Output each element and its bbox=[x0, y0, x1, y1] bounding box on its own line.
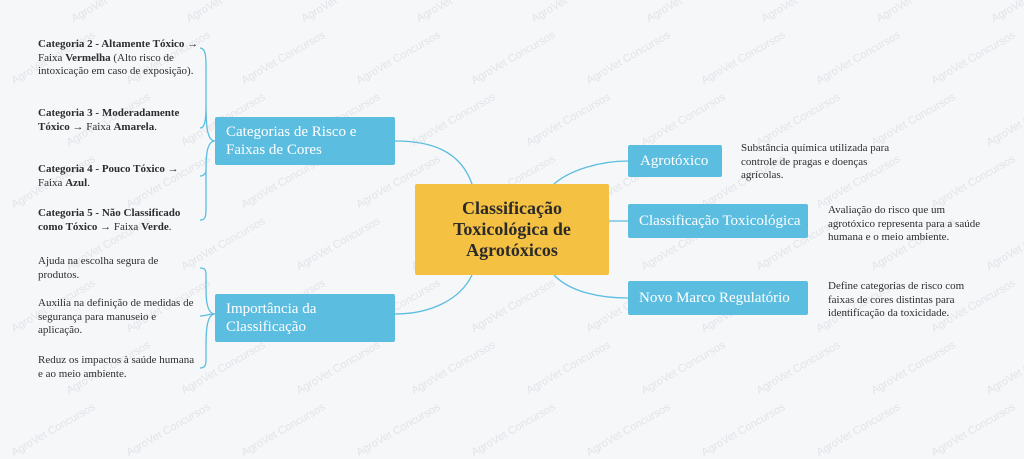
categoria-4-detail: . bbox=[87, 176, 90, 189]
connector-marco bbox=[553, 274, 629, 299]
categoria-3-arrow: → Faixa bbox=[69, 120, 114, 133]
note-agrotoxico: Substância química utilizada para contro… bbox=[741, 142, 890, 181]
node-categorias-de-risco[interactable]: Categorias de Risco e Faixas de Cores bbox=[215, 117, 395, 165]
node-agrotoxico-label: Agrotóxico bbox=[640, 153, 709, 169]
node-importancia-da-classificacao[interactable]: Importância da Classificação bbox=[215, 294, 395, 342]
note-categoria-5: Categoria 5 - Não Classificado como Tóxi… bbox=[38, 207, 188, 234]
categoria-3-color: Amarela bbox=[113, 120, 155, 133]
connector-importancia bbox=[394, 274, 473, 315]
categoria-5-color: Verde bbox=[141, 220, 169, 233]
note-categoria-3: Categoria 3 - Moderadamente Tóxico → Fai… bbox=[38, 107, 188, 134]
categoria-5-title: Categoria 5 - Não Classificado como Tóxi… bbox=[38, 207, 181, 233]
connector-categorias bbox=[394, 140, 473, 185]
connector-agrotoxico bbox=[553, 160, 629, 185]
note-importancia-3: Reduz os impactos à saúde humana e ao me… bbox=[38, 354, 195, 380]
categoria-2-title: Categoria 2 - Altamente Tóxico bbox=[38, 38, 185, 50]
node-importancia-label: Importância da Classificação bbox=[226, 301, 317, 335]
connector-lines bbox=[199, 47, 629, 369]
bracket-importancia bbox=[199, 267, 216, 369]
categoria-4-color: Azul bbox=[65, 176, 88, 189]
note-categoria-2: Categoria 2 - Altamente Tóxico → Faixa V… bbox=[38, 38, 210, 79]
categoria-5-detail: . bbox=[168, 220, 172, 233]
note-importancia-1: Ajuda na escolha segura de produtos. bbox=[38, 255, 159, 281]
categoria-3-detail: . bbox=[154, 120, 157, 133]
note-categoria-4: Categoria 4 - Pouco Tóxico → Faixa Azul. bbox=[38, 163, 188, 190]
node-novo-marco-regulatorio[interactable]: Novo Marco Regulatório bbox=[628, 281, 808, 315]
categoria-2-arrow: → Faixa bbox=[38, 38, 199, 64]
node-categorias-label: Categorias de Risco e Faixas de Cores bbox=[226, 124, 357, 158]
node-classificacao-label: Classificação Toxicológica bbox=[639, 213, 801, 229]
node-marco-label: Novo Marco Regulatório bbox=[639, 290, 790, 306]
categoria-2-detail: (Alto risco de intoxicação em caso de ex… bbox=[38, 51, 194, 78]
categoria-4-title: Categoria 4 - Pouco Tóxico bbox=[38, 163, 165, 175]
note-classificacao: Avaliação do risco que um agrotóxico rep… bbox=[828, 204, 981, 243]
categoria-4-arrow: → Faixa bbox=[38, 163, 179, 189]
node-classificacao-toxicologica[interactable]: Classificação Toxicológica bbox=[628, 204, 808, 238]
categoria-5-arrow: → Faixa bbox=[97, 220, 142, 233]
categoria-2-color: Vermelha bbox=[65, 51, 111, 64]
bracket-categorias bbox=[199, 47, 216, 221]
central-topic[interactable]: Classificação Toxicológica de Agrotóxico… bbox=[415, 184, 609, 275]
note-importancia-2: Auxilia na definição de medidas de segur… bbox=[38, 297, 194, 336]
note-marco: Define categorias de risco com faixas de… bbox=[828, 280, 965, 319]
node-agrotoxico[interactable]: Agrotóxico bbox=[628, 145, 722, 177]
categoria-3-title: Categoria 3 - Moderadamente Tóxico bbox=[38, 107, 180, 133]
